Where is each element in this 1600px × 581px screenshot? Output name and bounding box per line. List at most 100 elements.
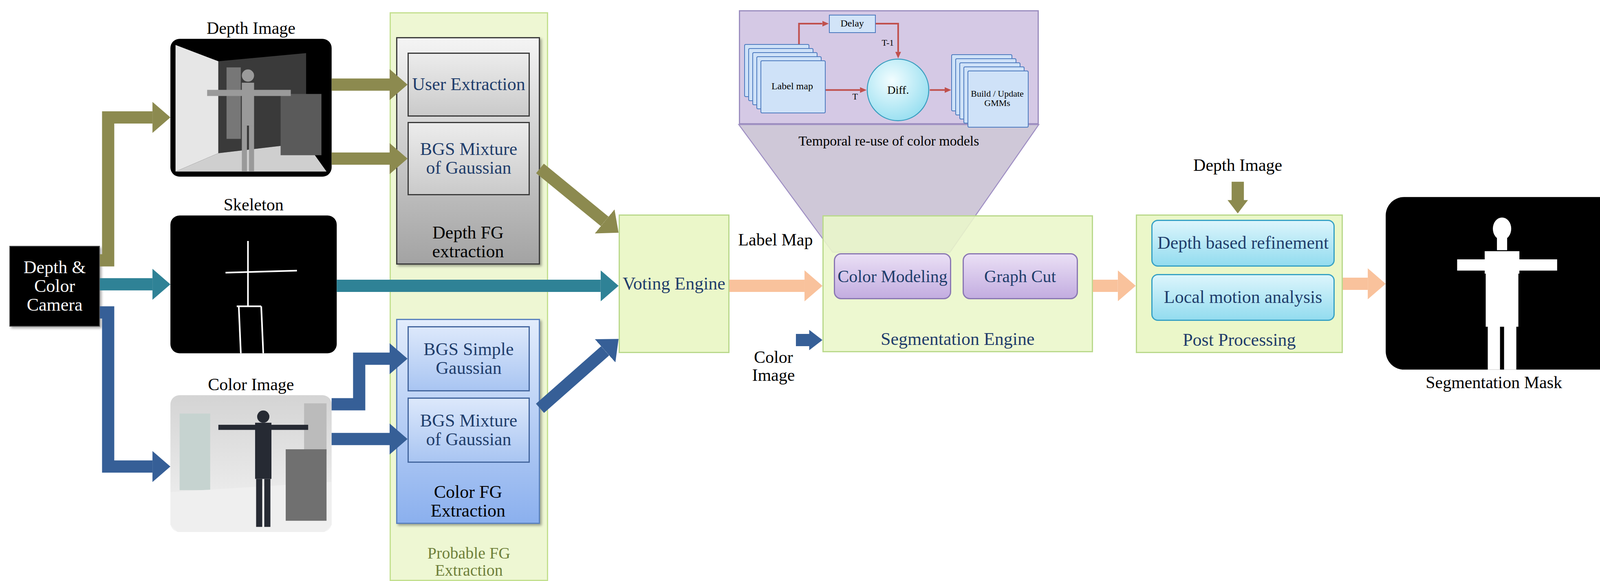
depth-picture-part [226, 67, 241, 139]
connector [99, 312, 153, 467]
stack-sheet [760, 60, 826, 113]
skeleton-picture-part [170, 215, 337, 353]
stack-box: Build / Update GMMs [951, 54, 1029, 128]
color-picture [170, 394, 332, 532]
process-box: Color Modeling [833, 253, 952, 300]
connector [331, 432, 390, 446]
diff-circle: Diff. [866, 58, 930, 122]
color-picture-part [218, 424, 309, 430]
connector [539, 168, 605, 222]
input-label: Color Image [736, 348, 811, 384]
box-text: Label map [771, 81, 814, 92]
color-picture-part [264, 478, 271, 527]
mask-picture-part [1492, 217, 1512, 240]
label-holder: Color Image [736, 348, 811, 384]
depth-picture-part [249, 125, 255, 172]
box-text: Graph Cut [984, 267, 1056, 286]
depth-picture-part [280, 93, 322, 155]
box-text: User Extraction [412, 74, 525, 94]
depth-picture [170, 38, 332, 177]
mask-picture-part [1487, 324, 1501, 370]
heading-holder: Segmentation Engine [823, 329, 1092, 349]
skeleton-picture-part [225, 270, 297, 273]
box-text: Color Modeling [837, 267, 948, 286]
heading-holder: Post Processing [1137, 330, 1342, 350]
box-text: BGS Simple Gaussian [411, 339, 527, 378]
connector [825, 89, 860, 91]
connector [99, 277, 153, 291]
input-arrow-part [1227, 200, 1248, 214]
edge-label: T-1 [861, 37, 894, 48]
heading-holder: Color FG Extraction [397, 482, 539, 521]
heading-holder: Depth FG extraction [397, 223, 539, 261]
connector [1093, 279, 1118, 292]
heading-text: Temporal re-use of color models [722, 133, 1056, 149]
input-arrow-part [795, 333, 812, 347]
process-box: BGS Mixture of Gaussian [407, 121, 530, 196]
heading-text: Skeleton [152, 195, 355, 214]
edge-label-holder: T-1 [861, 37, 894, 48]
heading-holder: Color Image [145, 375, 357, 394]
heading-text: Post Processing [1143, 330, 1336, 350]
process-box: Graph Cut [962, 253, 1078, 300]
connector [929, 89, 945, 91]
group-box: Color FG Extraction BGS Simple GaussianBG… [396, 318, 540, 524]
box-text: Diff. [887, 83, 909, 96]
box-text: Build / Update GMMs [967, 88, 1027, 108]
color-picture-part [285, 449, 327, 521]
process-box: Depth based refinement [1151, 219, 1336, 267]
input-arrow-part [809, 329, 823, 351]
heading-holder: Segmentation Mask [1361, 373, 1600, 392]
depth-picture-part [241, 69, 254, 82]
stack-outline [744, 44, 826, 114]
edge-label-holder: T [844, 91, 866, 102]
label-holder: Depth Image [1156, 156, 1320, 175]
heading-text: Segmentation Mask [1367, 373, 1600, 392]
image-panel: Skeleton [170, 215, 337, 353]
delay-box: Delay [828, 14, 876, 34]
stack-sheet [967, 70, 1029, 128]
input-label: Depth Image [1156, 156, 1320, 175]
box-text: Voting Engine [622, 274, 726, 294]
box-text: Depth based refinement [1157, 233, 1329, 253]
connector [331, 358, 390, 405]
color-picture-part [255, 422, 272, 479]
heading-text: Segmentation Engine [830, 329, 1086, 349]
skeleton-picture [170, 215, 337, 353]
heading-text: Probable FG Extraction [397, 544, 540, 579]
depth-picture-part [175, 44, 219, 172]
heading-holder: Probable FG Extraction [390, 544, 547, 579]
mask-picture-part [1485, 255, 1519, 327]
process-box: BGS Simple Gaussian [407, 326, 530, 392]
heading-holder: Depth Image [145, 19, 357, 38]
engine-box: Post Processing Depth based refinementLoc… [1135, 214, 1343, 354]
connector [331, 152, 390, 165]
connector [798, 23, 823, 45]
mask-picture [1385, 196, 1600, 370]
process-box: Local motion analysis [1151, 273, 1336, 321]
edge-label: Label Map [732, 230, 819, 249]
box-text: BGS Mixture of Gaussian [411, 139, 527, 178]
skeleton-picture-part [238, 306, 241, 353]
image-panel: Color Image [170, 394, 332, 532]
camera-box: Depth & Color Camera [9, 245, 100, 327]
image-panel: Depth Image [170, 38, 332, 177]
depth-picture-part [170, 38, 332, 177]
connector [539, 350, 606, 408]
box-text: Delay [840, 18, 864, 29]
heading-holder: Skeleton [145, 195, 362, 214]
process-box: BGS Mixture of Gaussian [407, 397, 530, 463]
stage-band: Probable FG Extraction Depth FG extractio… [389, 12, 548, 581]
input-arrow-part [1231, 181, 1244, 203]
box-text: Local motion analysis [1163, 287, 1323, 307]
connector [331, 78, 390, 91]
engine-box: Voting Engine [618, 214, 730, 354]
zoom-panel: Temporal re-use of color modelsLabel map… [738, 10, 1039, 125]
box-text: BGS Mixture of Gaussian [411, 411, 527, 449]
connector [99, 117, 153, 261]
process-box: User Extraction [407, 52, 530, 117]
skeleton-picture-part [236, 305, 262, 307]
skeleton-picture-part [246, 240, 249, 307]
heading-text: Color FG Extraction [403, 482, 533, 521]
image-panel: Segmentation Mask [1385, 196, 1600, 370]
